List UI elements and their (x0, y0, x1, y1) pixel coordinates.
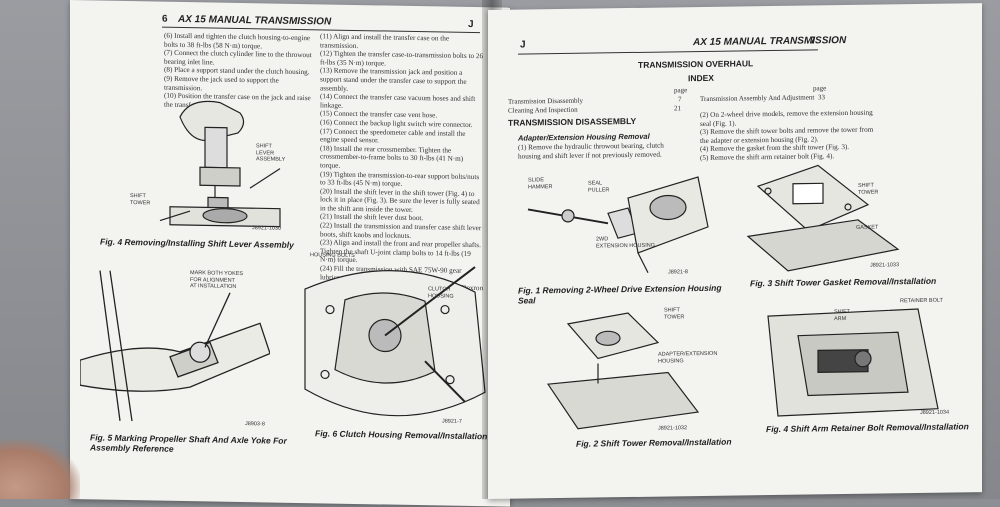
right-page-number: 7 (810, 35, 816, 47)
right-page: J AX 15 MANUAL TRANSMISSION 7 TRANSMISSI… (488, 3, 982, 499)
fig2-caption: Fig. 2 Shift Tower Removal/Installation (576, 436, 732, 449)
right-page-header-letter: J (520, 39, 526, 51)
fig5-caption: Fig. 5 Marking Propeller Shaft And Axle … (90, 432, 287, 454)
clutch-housing-illustration (304, 266, 486, 417)
index-item-disassembly: Transmission Disassembly (508, 96, 584, 106)
index-item-cleaning: Cleaning And Inspection (508, 105, 578, 115)
fig6-label-housing-bolts: HOUSING BOLTS (310, 252, 355, 259)
right-page-header-title: AX 15 MANUAL TRANSMISSION (693, 34, 847, 49)
fig1-code: J8921-8 (668, 269, 688, 276)
fig4-left-code: J8921-1030 (252, 225, 282, 232)
retainer-bolt-illustration (767, 308, 939, 417)
fig1-label-slide-hammer: SLIDE HAMMER (528, 177, 553, 190)
index-title: INDEX (688, 72, 714, 84)
index-page-label-left: page (674, 86, 688, 95)
fig6-code: J8921-7 (442, 418, 462, 425)
fig4-right-code: J8921-1034 (920, 409, 950, 416)
index-item-assembly-page: 33 (818, 93, 825, 102)
index-item-disassembly-page: 7 (678, 95, 682, 104)
shift-tower-illustration (546, 312, 700, 430)
fig3-label-gasket: GASKET (856, 224, 879, 231)
shift-lever-illustration (159, 100, 281, 228)
finger-thumb (0, 440, 80, 499)
fig3-code: J8921-1033 (870, 262, 900, 269)
left-page-header-title: AX 15 MANUAL TRANSMISSION (178, 13, 332, 28)
fig4-right-label-shift-arm: SHIFT ARM (834, 308, 850, 322)
fig5-label-mark: MARK BOTH YOKES FOR ALIGNMENT AT INSTALL… (190, 270, 244, 290)
right-header-rule (518, 49, 818, 55)
index-page-label-right: page (813, 84, 827, 93)
fig4-right-label-retainer-bolt: RETAINER BOLT (900, 297, 943, 305)
fig4-left-label-shift-lever: SHIFT LEVER ASSEMBLY (256, 143, 286, 163)
index-item-assembly: Transmission Assembly And Adjustment (700, 93, 815, 104)
extension-seal-illustration (527, 176, 709, 274)
fig3-caption: Fig. 3 Shift Tower Gasket Removal/Instal… (750, 275, 937, 289)
adapter-title: Adapter/Extension Housing Removal (518, 131, 650, 143)
fig6-caption: Fig. 6 Clutch Housing Removal/Installati… (315, 428, 488, 442)
fig2-code: J8921-1032 (658, 425, 688, 432)
overhaul-title: TRANSMISSION OVERHAUL (638, 58, 754, 70)
fig3-label-shift-tower: SHIFT TOWER (858, 182, 879, 196)
fig1-label-seal-puller: SEAL PULLER (588, 180, 610, 194)
fig6-label-clutch-housing: CLUTCH HOUSING (428, 286, 454, 300)
left-page: 6 AX 15 MANUAL TRANSMISSION J (6) Instal… (70, 0, 510, 507)
right-col1-text: (1) Remove the hydraulic throwout bearin… (518, 141, 664, 161)
left-page-header-letter: J (468, 18, 474, 31)
gasket-illustration (746, 164, 900, 272)
fig4-left-label-shift-tower: SHIFT TOWER (130, 193, 151, 206)
left-page-number: 6 (162, 13, 168, 25)
fig4-right-caption: Fig. 4 Shift Arm Retainer Bolt Removal/I… (766, 421, 969, 435)
propeller-shaft-illustration (80, 270, 270, 422)
fig1-label-extension: 2WD EXTENSION HOUSING (596, 236, 655, 249)
fig2-label-shift-tower: SHIFT TOWER (664, 307, 685, 321)
disassembly-title: TRANSMISSION DISASSEMBLY (508, 115, 637, 128)
index-item-cleaning-page: 21 (674, 104, 681, 113)
fig5-code: J8903-8 (245, 421, 265, 428)
fig2-label-adapter: ADAPTER/EXTENSION HOUSING (658, 350, 718, 365)
